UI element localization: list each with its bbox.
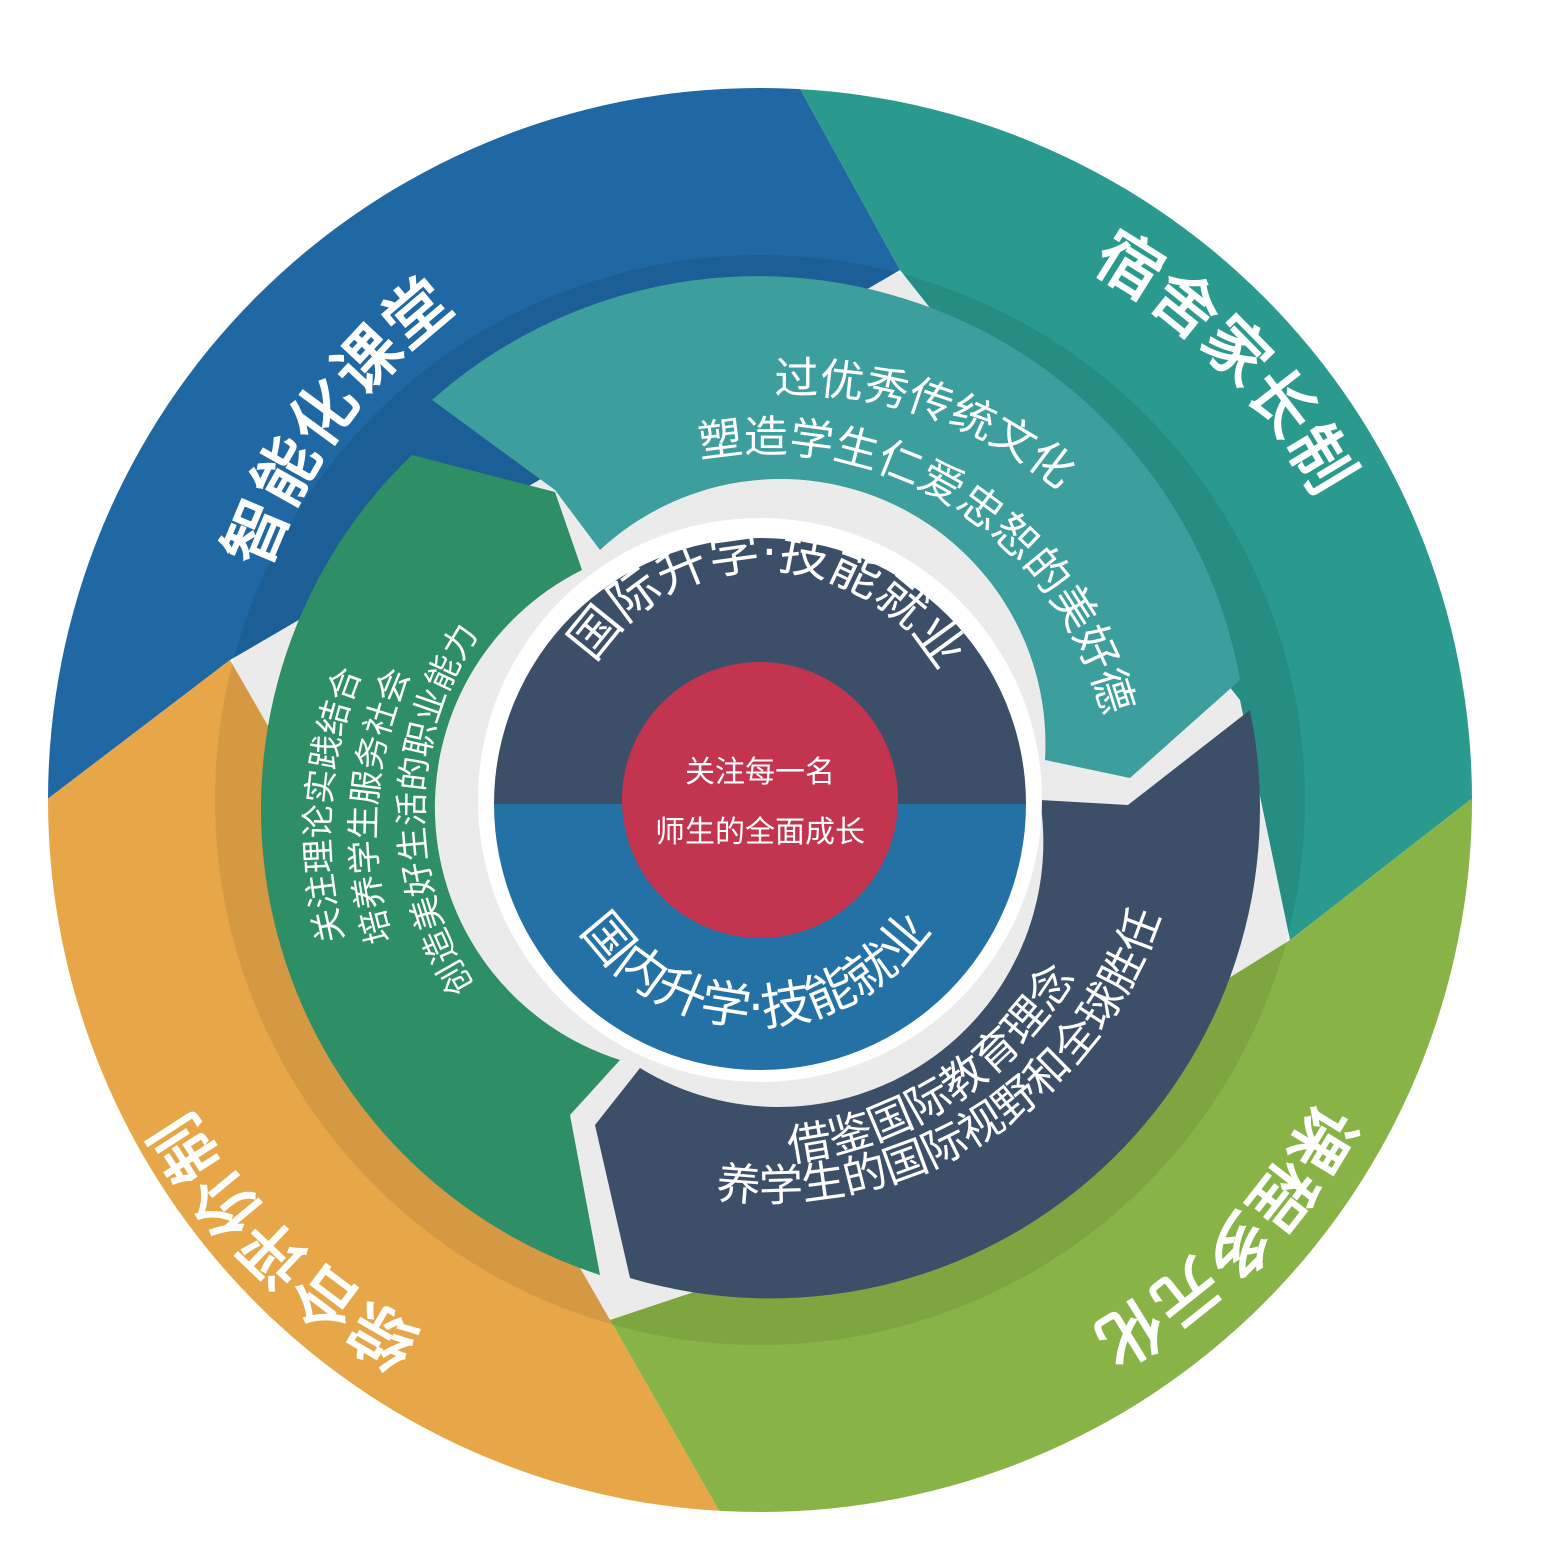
segment-international: [595, 710, 1260, 1299]
core-line-1: 关注每一名: [685, 755, 835, 790]
middle-ring: [260, 276, 1260, 1299]
segment-practice: [260, 455, 620, 1275]
core-circle: [622, 662, 898, 938]
segment-culture: [432, 276, 1240, 778]
core-line-2: 师生的全面成长: [655, 815, 865, 850]
